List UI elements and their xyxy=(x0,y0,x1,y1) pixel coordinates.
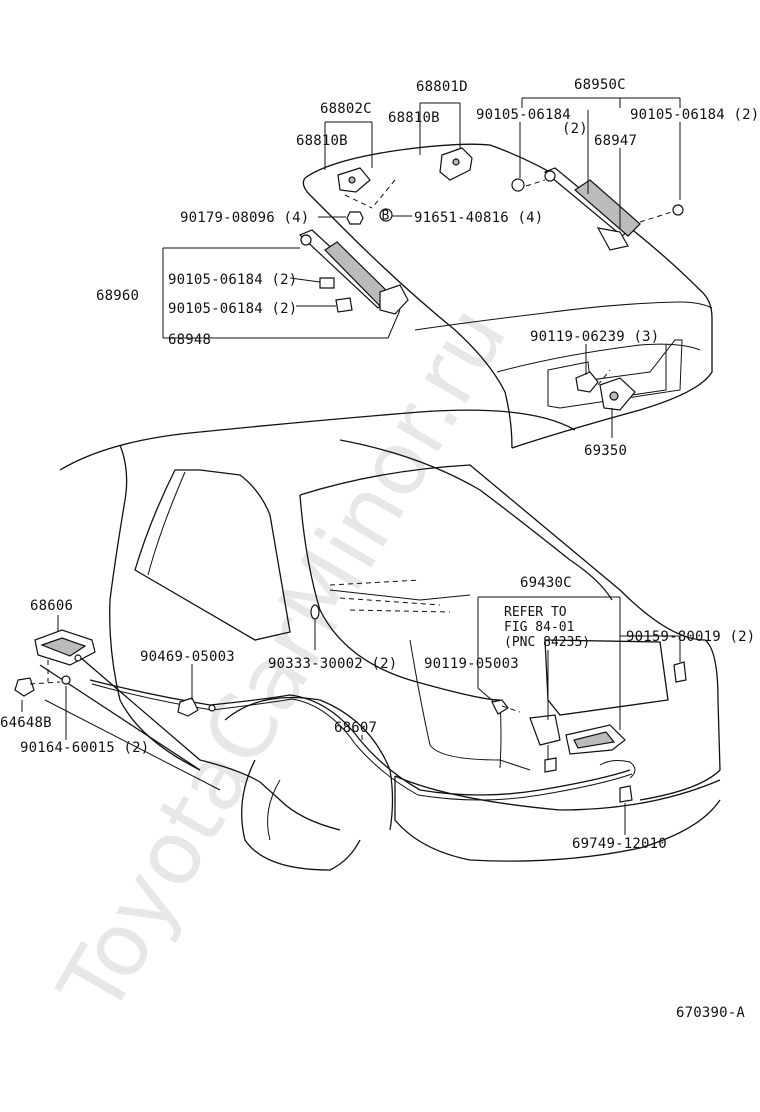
refer-note-line2: FIG 84-01 xyxy=(504,620,574,635)
figure-number: 670390-A xyxy=(676,1005,745,1021)
callout-68948: 68948 xyxy=(168,332,211,348)
nut-90179 xyxy=(346,211,364,225)
opener-lever-68606 xyxy=(14,629,96,697)
release-cable-68607 xyxy=(89,679,636,801)
hinge-right xyxy=(439,147,473,181)
callout-68801D: 68801D xyxy=(416,79,468,95)
bolt-b-marker: B xyxy=(379,208,393,224)
callout-68950C: 68950C xyxy=(574,77,626,93)
lock-69350 xyxy=(575,369,636,411)
gas-stay-left xyxy=(298,229,409,315)
lock-assembly-69430C xyxy=(491,661,687,803)
callout-68960: 68960 xyxy=(96,288,139,304)
callout-90333-30002: 90333-30002 (2) xyxy=(268,656,397,672)
callout-91651-40816: 91651-40816 (4) xyxy=(414,210,543,226)
callout-90469-05003: 90469-05003 xyxy=(140,649,235,665)
hinge-left xyxy=(337,167,396,209)
callout-68947: 68947 xyxy=(594,133,637,149)
car-body-drawing xyxy=(39,409,721,871)
leader-lines xyxy=(21,97,681,835)
callout-90119-06239: 90119-06239 (3) xyxy=(530,329,659,345)
callout-90105-06184-a: 90105-06184 xyxy=(476,107,571,123)
callout-90105-06184-c: 90105-06184 (2) xyxy=(168,272,297,288)
callout-68810B-left: 68810B xyxy=(296,133,348,149)
callout-68802C: 68802C xyxy=(320,101,372,117)
callout-69430C: 69430C xyxy=(520,575,572,591)
clip-90333 xyxy=(310,604,320,620)
callout-69749-12010: 69749-12010 xyxy=(572,836,667,852)
callout-90105-06184-d: 90105-06184 (2) xyxy=(168,301,297,317)
callout-labels: 68801D 68950C 68802C 68810B 68810B 90105… xyxy=(0,77,759,1021)
callout-68810B-right: 68810B xyxy=(388,110,440,126)
callout-90105-06184-b: 90105-06184 (2) xyxy=(630,107,759,123)
refer-note-line3: (PNC 84235) xyxy=(504,635,590,650)
refer-note-line1: REFER TO xyxy=(504,605,567,620)
callout-90164-60015: 90164-60015 (2) xyxy=(20,740,149,756)
b-marker-label: B xyxy=(382,209,390,224)
gas-stay-right xyxy=(511,167,684,251)
callout-90105-06184-a-qty: (2) xyxy=(562,121,588,137)
callout-90179-08096: 90179-08096 (4) xyxy=(180,210,309,226)
callout-90119-05003: 90119-05003 xyxy=(424,656,519,672)
callout-64648B: 64648B xyxy=(0,715,52,731)
clamp-90469 xyxy=(177,697,216,717)
callout-68606: 68606 xyxy=(30,598,73,614)
callout-69350: 69350 xyxy=(584,443,627,459)
trunk-lid-drawing xyxy=(302,143,713,449)
callout-90159-80019: 90159-80019 (2) xyxy=(626,629,755,645)
callout-68607: 68607 xyxy=(334,720,377,736)
